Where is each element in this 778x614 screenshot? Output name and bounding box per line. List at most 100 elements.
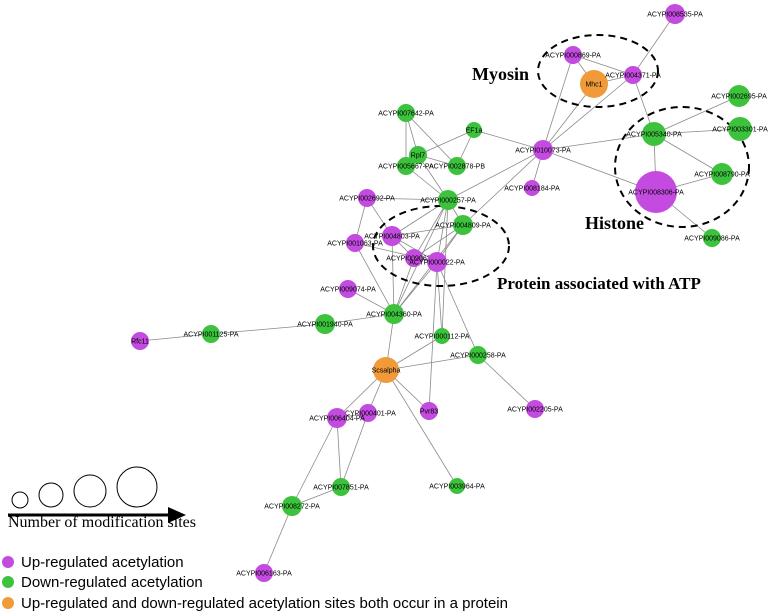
node-label-n17: ACYPI008184-PA	[504, 186, 560, 193]
node-label-n5: ACYPI002695-PA	[711, 94, 767, 101]
edge-n20-n21	[391, 224, 464, 237]
node-label-n38: ACYPI003964-PA	[429, 484, 485, 491]
group-outline-atp	[372, 205, 510, 287]
edge-n12-n13	[417, 129, 475, 156]
node-label-n8: ACYPI008790-PA	[694, 172, 750, 179]
node-n17	[524, 180, 540, 196]
group-outline-myosin	[537, 34, 659, 108]
edge-n27-n29	[139, 333, 212, 342]
node-n7	[642, 122, 666, 146]
edge-n19-n23	[413, 199, 449, 259]
node-label-n10: ACYPI009086-PA	[684, 236, 740, 243]
edge-n19-n24	[436, 199, 449, 263]
node-label-n9: ACYPI008306-PA	[628, 190, 684, 197]
node-n35	[327, 408, 347, 428]
node-n10	[703, 229, 721, 247]
legend-label-up: Up-regulated acetylation	[21, 553, 184, 571]
legend-item-up: Up-regulated acetylation	[0, 553, 184, 571]
node-label-n6: ACYPI003301-PA	[712, 127, 768, 134]
group-label-atp: Protein associated with ATP	[497, 274, 701, 293]
node-n39	[282, 496, 302, 516]
node-label-n23: ACYPI009062-PA	[386, 256, 442, 263]
edge-n26-n28	[324, 313, 395, 325]
node-label-n7: ACYPI005340-PA	[626, 132, 682, 139]
node-label-n30: ACYPI000112-PA	[415, 334, 470, 341]
node-n38	[449, 478, 465, 494]
legend-dot-down	[2, 576, 14, 588]
edge-n16-n19	[447, 149, 544, 201]
node-n23	[405, 249, 423, 267]
node-label-n1: ACYPI008535-PA	[647, 12, 703, 19]
size-legend-circle-2	[38, 482, 64, 508]
edge-n22-n26	[354, 242, 395, 315]
node-label-n14: ACYPI005667-PA	[378, 164, 434, 171]
node-label-n27: ACYPI001125-PA	[184, 332, 239, 339]
node-label-n24: ACYPI000022-PA	[409, 260, 465, 267]
node-n3	[580, 70, 608, 98]
node-label-n39: ACYPI008272-PA	[264, 504, 320, 511]
node-n29	[131, 332, 149, 350]
node-label-n21: ACYPI004803-PA	[364, 234, 420, 241]
edge-n35-n39	[291, 417, 338, 507]
edge-n20-n26	[393, 224, 464, 315]
node-label-n32: Scsalpha	[372, 368, 401, 375]
node-n21	[382, 226, 402, 246]
node-n14	[397, 157, 415, 175]
edge-n39-n40	[263, 505, 293, 574]
group-label-histone: Histone	[585, 213, 644, 233]
edge-n7-n8	[653, 133, 723, 175]
edge-n35-n37	[336, 417, 342, 488]
node-label-n4: ACYPI004371-PA	[605, 73, 661, 80]
edge-n24-n36	[428, 261, 438, 412]
legend-label-down: Down-regulated acetylation	[21, 573, 203, 591]
node-n27	[202, 325, 220, 343]
node-label-n15: ACYPI002878-PB	[429, 164, 485, 171]
node-n37	[332, 478, 350, 496]
node-n24	[427, 252, 447, 272]
node-n26	[384, 304, 404, 324]
node-n19	[438, 190, 458, 210]
node-label-n34: ACYPI000401-PA	[340, 411, 396, 418]
size-legend	[8, 466, 186, 523]
node-n30	[434, 328, 450, 344]
node-label-n16: ACYPI010073-PA	[515, 148, 571, 155]
edge-n5-n7	[653, 95, 740, 135]
edge-n34-n37	[340, 412, 369, 488]
node-n25	[339, 280, 357, 298]
node-n12	[466, 122, 482, 138]
edge-n1-n4	[632, 13, 676, 76]
node-label-n22: ACYPI001063-PA	[327, 241, 383, 248]
node-label-n35: ACYPI006404-PA	[309, 416, 365, 423]
node-n15	[448, 157, 466, 175]
group-outline-histone	[614, 106, 750, 228]
edge-n11-n15	[405, 112, 458, 167]
node-n1	[665, 4, 685, 24]
node-label-n2: ACYPI000869-PA	[545, 53, 601, 60]
edge-n2-n4	[572, 54, 634, 76]
size-legend-arrow-head	[168, 507, 186, 523]
edge-n16-n12	[473, 129, 544, 151]
edge-n4-n16	[542, 74, 634, 151]
node-n22	[346, 234, 364, 252]
group-label-myosin: Myosin	[472, 64, 529, 84]
node-n33	[526, 400, 544, 418]
node-label-n26: ACYPI004360-PA	[366, 312, 422, 319]
edge-n24-n30	[436, 261, 443, 337]
node-label-n40: ACYPI006163-PA	[236, 571, 292, 578]
edge-n24-n26	[393, 261, 438, 315]
node-label-n11: ACYPI007642-PA	[378, 111, 434, 118]
node-n28	[315, 314, 335, 334]
node-label-n18: ACYPI002692-PA	[339, 196, 395, 203]
legend-dot-both	[2, 597, 14, 609]
edge-n18-n19	[366, 197, 449, 201]
size-legend-circle-1	[11, 491, 29, 509]
legend-dot-up	[2, 556, 14, 568]
node-label-n13: Rpl7	[411, 153, 426, 160]
node-n16	[533, 140, 553, 160]
node-n18	[358, 189, 376, 207]
node-n31	[469, 346, 487, 364]
node-label-n25: ACYPI009074-PA	[320, 287, 376, 294]
edge-n6-n7	[653, 128, 741, 135]
edge-n31-n33	[477, 354, 536, 410]
